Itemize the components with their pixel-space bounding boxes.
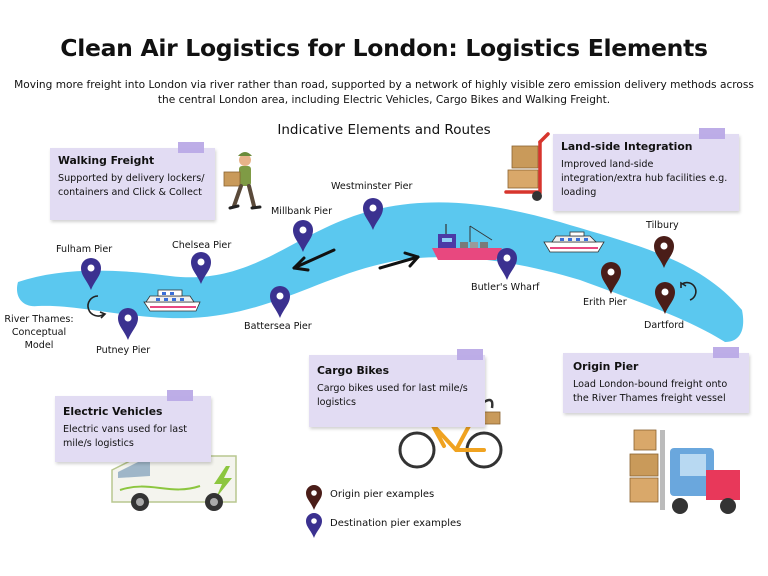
pier-label-chelsea: Chelsea Pier xyxy=(172,240,232,251)
tape-decoration xyxy=(178,142,204,153)
circular-arrow-left-icon xyxy=(87,295,107,319)
pin-butlers-wharf-icon xyxy=(497,248,517,280)
note-body: Supported by delivery lockers/ container… xyxy=(58,173,205,198)
note-title: Origin Pier xyxy=(573,360,639,373)
pin-chelsea-icon xyxy=(191,252,211,284)
note-cargo-bikes: Cargo Bikes Cargo bikes used for last mi… xyxy=(309,349,485,427)
ferry-boat-left-icon xyxy=(143,289,201,312)
page-title: Clean Air Logistics for London: Logistic… xyxy=(60,34,708,62)
tape-decoration xyxy=(457,349,483,360)
pin-westminster-icon xyxy=(363,198,383,230)
direction-arrow-left-icon xyxy=(292,248,336,272)
direction-arrow-right-icon xyxy=(378,251,420,270)
note-body: Load London-bound freight onto the River… xyxy=(573,379,728,404)
pier-label-battersea: Battersea Pier xyxy=(244,321,312,332)
legend-destination-label: Destination pier examples xyxy=(330,518,462,529)
legend-origin-pin-icon xyxy=(306,485,322,510)
pier-label-tilbury: Tilbury xyxy=(646,220,679,231)
ferry-boat-right-icon xyxy=(543,231,605,253)
note-walking-freight: Walking Freight Supported by delivery lo… xyxy=(50,142,215,220)
note-title: Land-side Integration xyxy=(561,140,693,153)
pier-label-butlers-wharf: Butler's Wharf xyxy=(471,282,540,293)
forklift-icon xyxy=(629,429,740,514)
hand-truck-icon xyxy=(504,132,550,201)
note-title: Cargo Bikes xyxy=(317,364,390,377)
note-electric-vehicles: Electric Vehicles Electric vans used for… xyxy=(55,390,211,462)
electric-van-icon xyxy=(111,455,237,511)
pier-label-erith: Erith Pier xyxy=(583,297,627,308)
pin-battersea-icon xyxy=(270,286,290,318)
pin-tilbury-icon xyxy=(654,236,674,268)
pin-fulham-icon xyxy=(81,258,101,290)
pier-label-dartford: Dartford xyxy=(644,320,685,331)
pin-putney-icon xyxy=(118,308,138,340)
note-title: Walking Freight xyxy=(58,154,155,167)
tape-decoration xyxy=(713,347,739,358)
pier-label-putney: Putney Pier xyxy=(96,345,151,356)
note-body: Electric vans used for last mile/s logis… xyxy=(63,424,187,449)
section-heading: Indicative Elements and Routes xyxy=(277,122,491,138)
walking-courier-icon xyxy=(223,152,262,210)
note-origin-pier: Origin Pier Load London-bound freight on… xyxy=(563,347,749,413)
pin-dartford-icon xyxy=(655,282,675,314)
pier-label-fulham: Fulham Pier xyxy=(56,244,113,255)
note-title: Electric Vehicles xyxy=(63,405,163,418)
tape-decoration xyxy=(699,128,725,139)
page-subtitle: Moving more freight into London via rive… xyxy=(14,79,754,106)
note-body: Improved land-side integration/extra hub… xyxy=(561,159,728,198)
river-caption: River Thames: Conceptual Model xyxy=(4,314,74,351)
tape-decoration xyxy=(167,390,193,401)
pier-label-westminster: Westminster Pier xyxy=(331,181,413,192)
legend-destination-pin-icon xyxy=(306,513,322,538)
cargo-ship-icon xyxy=(432,224,502,260)
note-land-side-integration: Land-side Integration Improved land-side… xyxy=(553,128,739,211)
pin-erith-icon xyxy=(601,262,621,294)
legend-origin-label: Origin pier examples xyxy=(330,489,435,500)
pier-label-millbank: Millbank Pier xyxy=(271,206,333,217)
note-body: Cargo bikes used for last mile/s logisti… xyxy=(317,383,468,408)
pin-millbank-icon xyxy=(293,220,313,252)
circular-arrow-right-icon xyxy=(680,281,697,301)
